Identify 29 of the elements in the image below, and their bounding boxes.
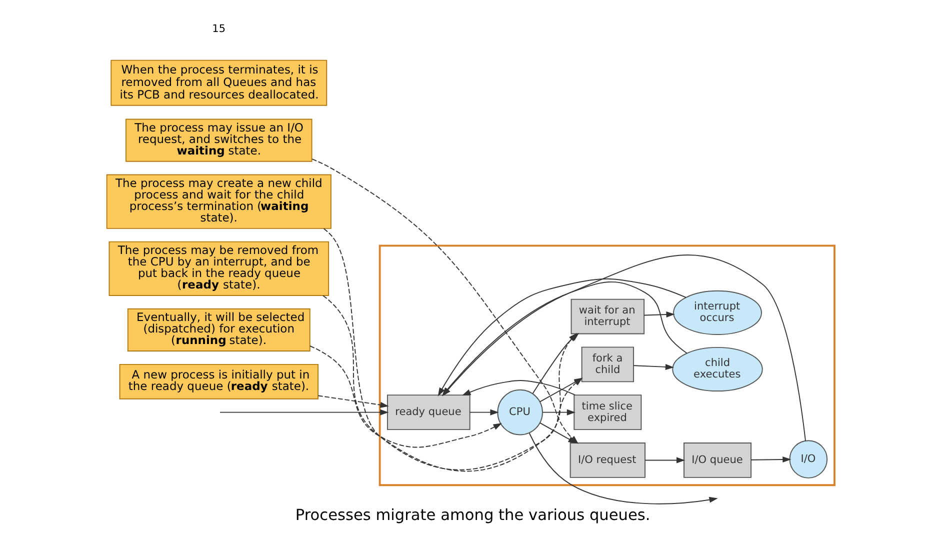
arrow — [317, 395, 388, 408]
node-ellipse: child executes — [672, 346, 762, 392]
node-box: I/O request — [569, 442, 645, 478]
caption: Processes migrate among the various queues. — [294, 506, 650, 524]
node-box: The process may be removed from the CPU by an interrupt, and be put back in the ready queue (ready state). — [108, 241, 329, 296]
arrow — [219, 409, 388, 416]
arrow — [462, 380, 575, 396]
node-box: A new process is initially put in the ready queue (ready state). — [118, 364, 318, 400]
arrow — [644, 457, 685, 464]
label: 15 — [212, 22, 226, 35]
arrow — [308, 345, 502, 448]
node-box: fork a child — [580, 346, 634, 382]
node-circle: I/O — [788, 440, 828, 478]
node-box: The process may create a new child process and wait for the child process’s termination (waiting state). — [106, 174, 331, 229]
node-box: wait for an interrupt — [570, 298, 644, 334]
arrow — [542, 409, 576, 416]
node-circle: CPU — [496, 389, 542, 436]
node-box: time slice expired — [573, 394, 642, 430]
arrow — [528, 432, 718, 504]
node-box: ready queue — [386, 394, 470, 430]
node-ellipse: interrupt occurs — [672, 290, 762, 335]
arrow — [643, 311, 674, 318]
arrow — [750, 456, 791, 463]
arrow — [468, 409, 498, 416]
node-box: I/O queue — [683, 442, 751, 478]
node-box: When the process terminates, it is removed from all Queues and has its PCB and resources deallocated. — [110, 60, 327, 106]
node-box: Eventually, it will be selected (dispatched) for execution (running state). — [126, 308, 310, 352]
arrow — [632, 364, 674, 370]
node-box: The process may issue an I/O request, and switches to the waiting state. — [125, 118, 312, 162]
